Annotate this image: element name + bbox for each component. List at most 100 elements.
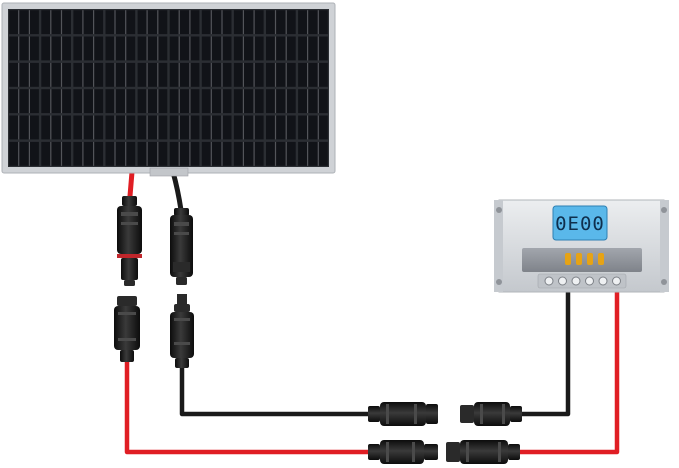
- cell-busbar: [253, 10, 255, 35]
- panel-cell: [137, 89, 168, 114]
- panel-cell: [137, 141, 168, 166]
- panel-cell: [266, 62, 296, 87]
- cell-busbar: [28, 115, 30, 140]
- cell-busbar: [28, 89, 30, 114]
- cell-busbar: [50, 10, 52, 35]
- panel-cell: [201, 89, 232, 114]
- panel-cell: [266, 115, 296, 140]
- cell-busbar: [274, 62, 277, 87]
- panel-cell: [41, 10, 71, 35]
- cell-busbar: [274, 10, 277, 35]
- cell-busbar: [114, 141, 116, 166]
- cell-busbar: [221, 115, 223, 140]
- cell-busbar: [125, 62, 127, 87]
- cell-busbar: [210, 89, 212, 114]
- cell-busbar: [50, 89, 52, 114]
- cell-busbar: [114, 89, 116, 114]
- cell-busbar: [253, 141, 255, 166]
- cell-busbar: [242, 10, 244, 35]
- cell-busbar: [178, 141, 180, 166]
- cell-busbar: [317, 141, 319, 166]
- cell-busbar: [210, 141, 212, 166]
- panel-cell: [73, 10, 104, 35]
- cell-busbar: [274, 36, 277, 61]
- panel-cell: [298, 10, 328, 35]
- cell-busbar: [60, 141, 63, 166]
- cell-busbar: [50, 62, 52, 87]
- cell-busbar: [114, 36, 116, 61]
- panel-cell: [137, 115, 168, 140]
- positive-extension-wire: [124, 362, 370, 455]
- cell-busbar: [307, 36, 309, 61]
- cell-busbar: [28, 36, 30, 61]
- mount-hole-icon: [661, 279, 667, 285]
- terminal-screw-icon: [558, 276, 567, 286]
- cell-busbar: [125, 36, 127, 61]
- cell-busbar: [242, 36, 244, 61]
- panel-cell: [169, 141, 200, 166]
- panel-negative-lead: [170, 169, 184, 213]
- cell-busbar: [317, 36, 319, 61]
- cell-busbar: [242, 115, 244, 140]
- controller-positive-wire: [520, 292, 620, 455]
- panel-cell: [266, 36, 296, 61]
- cell-busbar: [93, 89, 95, 114]
- panel-cell: [41, 36, 71, 61]
- cell-busbar: [242, 62, 244, 87]
- panel-cell: [169, 115, 200, 140]
- cell-busbar: [60, 36, 63, 61]
- panel-cell: [266, 10, 296, 35]
- cell-busbar: [178, 36, 180, 61]
- cell-busbar: [307, 115, 309, 140]
- cell-busbar: [253, 36, 255, 61]
- positive-inline-connector-right: [446, 440, 520, 464]
- cell-busbar: [178, 115, 180, 140]
- panel-cell: [298, 141, 328, 166]
- cell-busbar: [317, 115, 319, 140]
- cell-busbar: [307, 89, 309, 114]
- panel-cell: [9, 10, 39, 35]
- cell-busbar: [146, 89, 148, 114]
- negative-extension-wire: [179, 368, 370, 417]
- cell-busbar: [82, 36, 84, 61]
- panel-cell-grid: [8, 9, 329, 167]
- cell-busbar: [189, 115, 191, 140]
- panel-cell: [233, 115, 264, 140]
- cell-busbar: [18, 115, 20, 140]
- cell-busbar: [221, 89, 223, 114]
- cell-busbar: [178, 10, 180, 35]
- panel-cell: [105, 141, 136, 166]
- panel-cell: [233, 141, 264, 166]
- cell-busbar: [178, 62, 180, 87]
- cell-busbar: [210, 62, 212, 87]
- cell-busbar: [93, 36, 95, 61]
- cell-busbar: [18, 36, 20, 61]
- panel-cell: [41, 89, 71, 114]
- cell-busbar: [18, 141, 20, 166]
- cell-busbar: [253, 115, 255, 140]
- cell-busbar: [93, 141, 95, 166]
- cell-busbar: [82, 141, 84, 166]
- cell-busbar: [60, 10, 63, 35]
- indicator-light-icon: [598, 253, 604, 265]
- terminal-screw-icon: [571, 276, 581, 286]
- cell-busbar: [18, 89, 20, 114]
- cell-busbar: [317, 62, 319, 87]
- cell-busbar: [189, 62, 191, 87]
- panel-positive-lead: [127, 169, 135, 199]
- cell-busbar: [125, 89, 127, 114]
- cell-busbar: [178, 89, 180, 114]
- panel-cell: [169, 89, 200, 114]
- cell-busbar: [307, 10, 309, 35]
- panel-cell: [137, 10, 168, 35]
- panel-cell: [73, 62, 104, 87]
- cell-busbar: [125, 10, 127, 35]
- charge-controller: 0E00: [494, 199, 669, 293]
- panel-cell: [201, 10, 232, 35]
- panel-cell: [105, 10, 136, 35]
- cell-busbar: [242, 89, 244, 114]
- cell-busbar: [274, 115, 277, 140]
- panel-cell: [169, 62, 200, 87]
- cell-busbar: [285, 10, 287, 35]
